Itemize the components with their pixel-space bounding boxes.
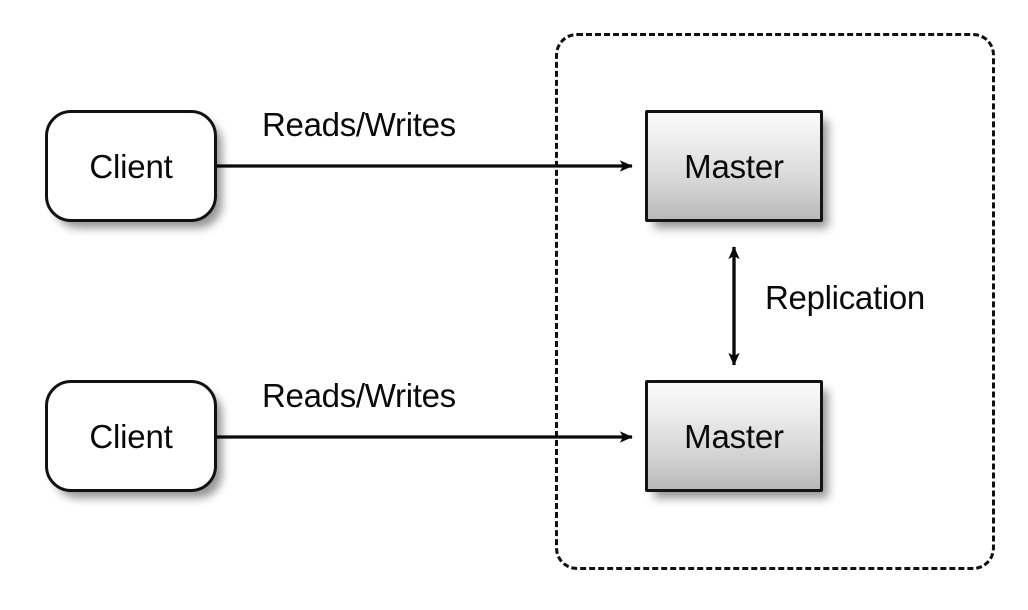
node-label: Client bbox=[89, 417, 173, 455]
edge-label-reads-writes-bottom: Reads/Writes bbox=[262, 377, 456, 414]
node-label: Master bbox=[684, 147, 784, 185]
node-master-bottom[interactable]: Master bbox=[645, 380, 823, 492]
node-label: Client bbox=[89, 147, 173, 185]
node-master-top[interactable]: Master bbox=[645, 110, 823, 222]
edge-label-replication: Replication bbox=[765, 279, 925, 316]
cluster-boundary bbox=[555, 33, 995, 570]
edge-label-reads-writes-top: Reads/Writes bbox=[262, 106, 456, 143]
node-client-top[interactable]: Client bbox=[45, 110, 217, 222]
node-label: Master bbox=[684, 417, 784, 455]
node-client-bottom[interactable]: Client bbox=[45, 380, 217, 492]
